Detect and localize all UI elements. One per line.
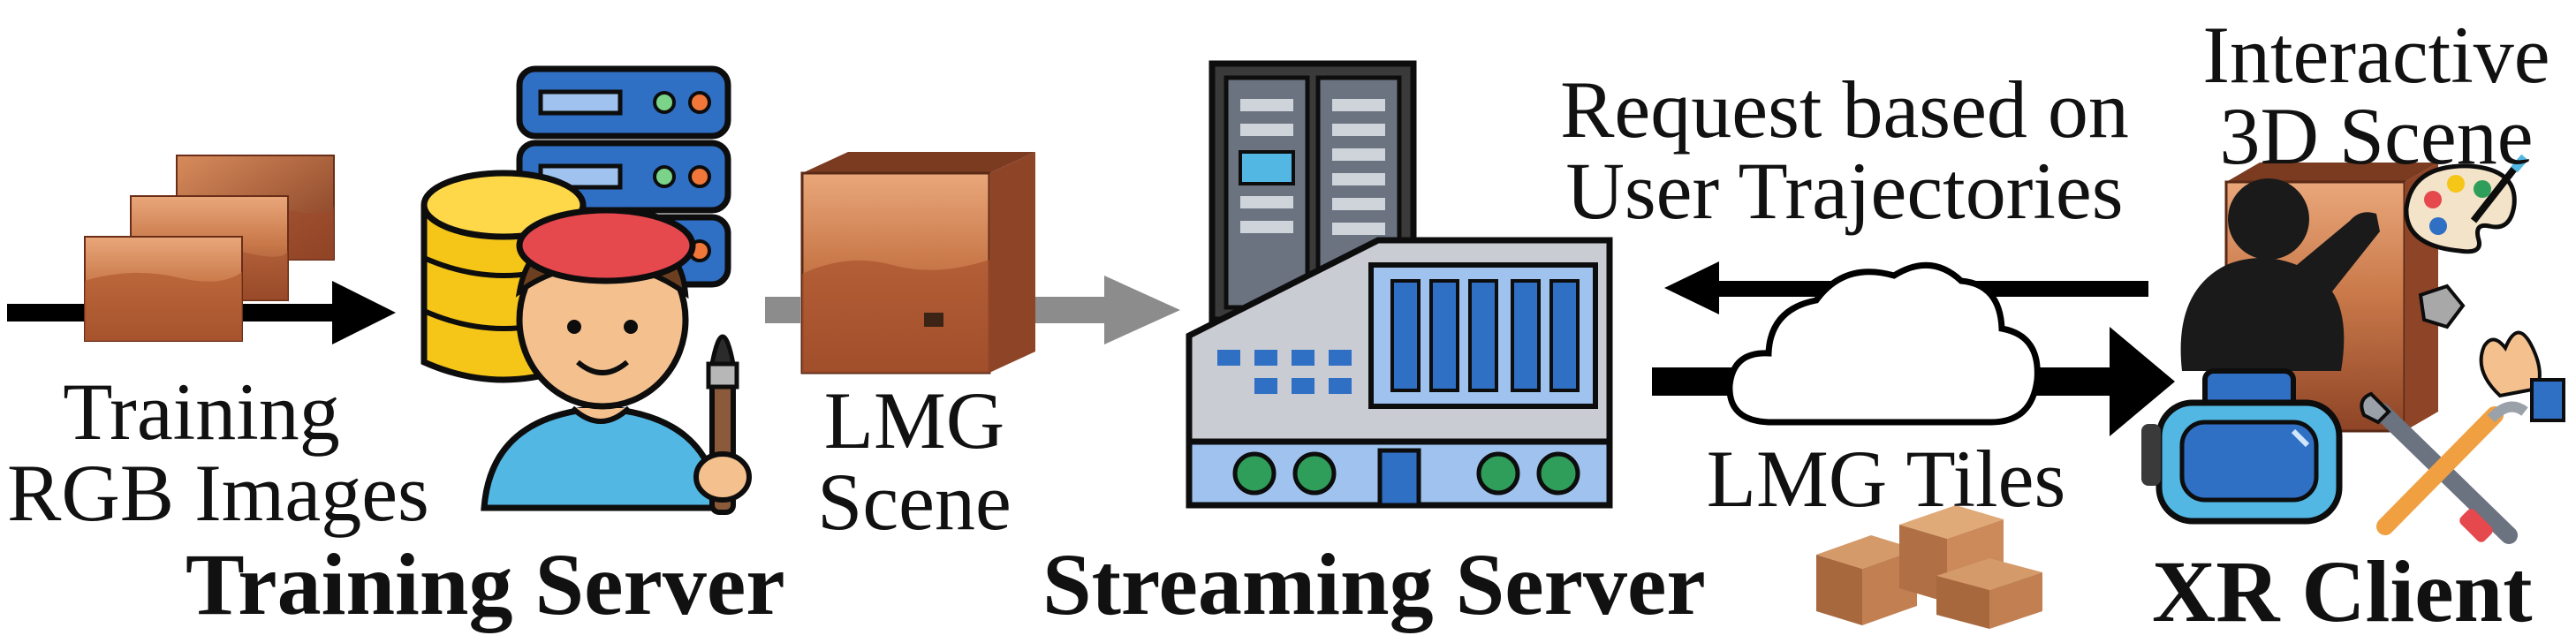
input-label-line1: Training: [63, 367, 340, 457]
xr-scene-label-line2: 3D Scene: [2219, 91, 2534, 181]
scene-label: LMG Scene: [804, 380, 1025, 542]
vr-headset-icon: [2141, 368, 2343, 525]
vr-user-icon: [2180, 178, 2380, 371]
streaming-server-icon: [1186, 60, 1613, 509]
gray-arrow-training-to-scene: [765, 297, 800, 323]
paintbrush-icon: [693, 334, 752, 515]
xr-scene-label-line1: Interactive: [2202, 10, 2550, 100]
input-label: Training RGB Images: [7, 367, 429, 538]
request-label: Request based on User Trajectories: [1527, 69, 2163, 231]
xr-scene-label: Interactive 3D Scene: [2182, 14, 2571, 177]
streaming-server-label: Streaming Server: [1042, 535, 1706, 633]
artist-person-icon: [481, 207, 723, 511]
hand-icon: [2479, 330, 2565, 422]
cloud-icon: [1726, 261, 2041, 426]
palette-icon: [2404, 154, 2528, 254]
training-server-label: Training Server: [186, 535, 785, 633]
scene-label-line1: LMG: [823, 375, 1005, 465]
gem-icon: [2418, 284, 2466, 329]
scene-cube-icon: [800, 152, 1035, 374]
gray-arrow-scene-to-streaming: [1035, 276, 1180, 344]
tiles-label: LMG Tiles: [1706, 434, 2066, 524]
images-stack-icon: [84, 155, 335, 342]
scene-label-line2: Scene: [817, 457, 1011, 547]
request-label-line1: Request based on: [1560, 64, 2129, 155]
input-label-line2: RGB Images: [7, 448, 429, 538]
package-boxes-icon: [1816, 505, 2042, 629]
xr-client-label: XR Client: [2152, 542, 2533, 640]
request-label-line2: User Trajectories: [1565, 146, 2124, 236]
tools-icon: [2360, 391, 2528, 544]
